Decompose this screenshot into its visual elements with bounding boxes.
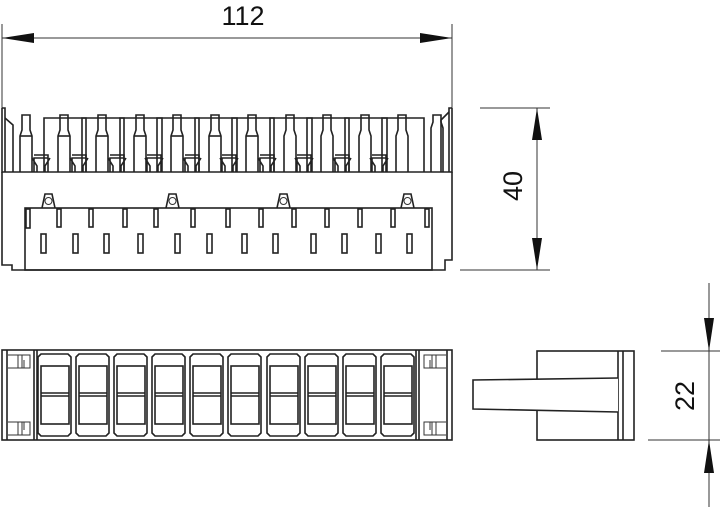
- upper-slots: [25, 208, 430, 229]
- latch-nubs: [41, 193, 415, 209]
- side-view: [472, 350, 635, 441]
- arrow-up-icon: [704, 440, 714, 473]
- lower-slots: [40, 233, 413, 254]
- pin-row: [19, 114, 444, 172]
- dimension-depth-label: 22: [670, 381, 700, 411]
- dimension-depth: 22: [648, 283, 720, 507]
- dimension-height-label: 40: [498, 171, 528, 201]
- arrow-right-icon: [420, 33, 452, 43]
- dimension-width: 112: [1, 1, 453, 110]
- arrow-down-icon: [532, 238, 542, 270]
- dimension-width-label: 112: [221, 1, 264, 31]
- dimension-height: 40: [460, 107, 550, 271]
- front-view: [1, 107, 453, 271]
- arrow-up-icon: [532, 108, 542, 140]
- arrow-left-icon: [2, 33, 34, 43]
- bottom-view: [1, 349, 453, 441]
- arrow-down-icon: [704, 318, 714, 351]
- terminal-cells: [37, 353, 415, 437]
